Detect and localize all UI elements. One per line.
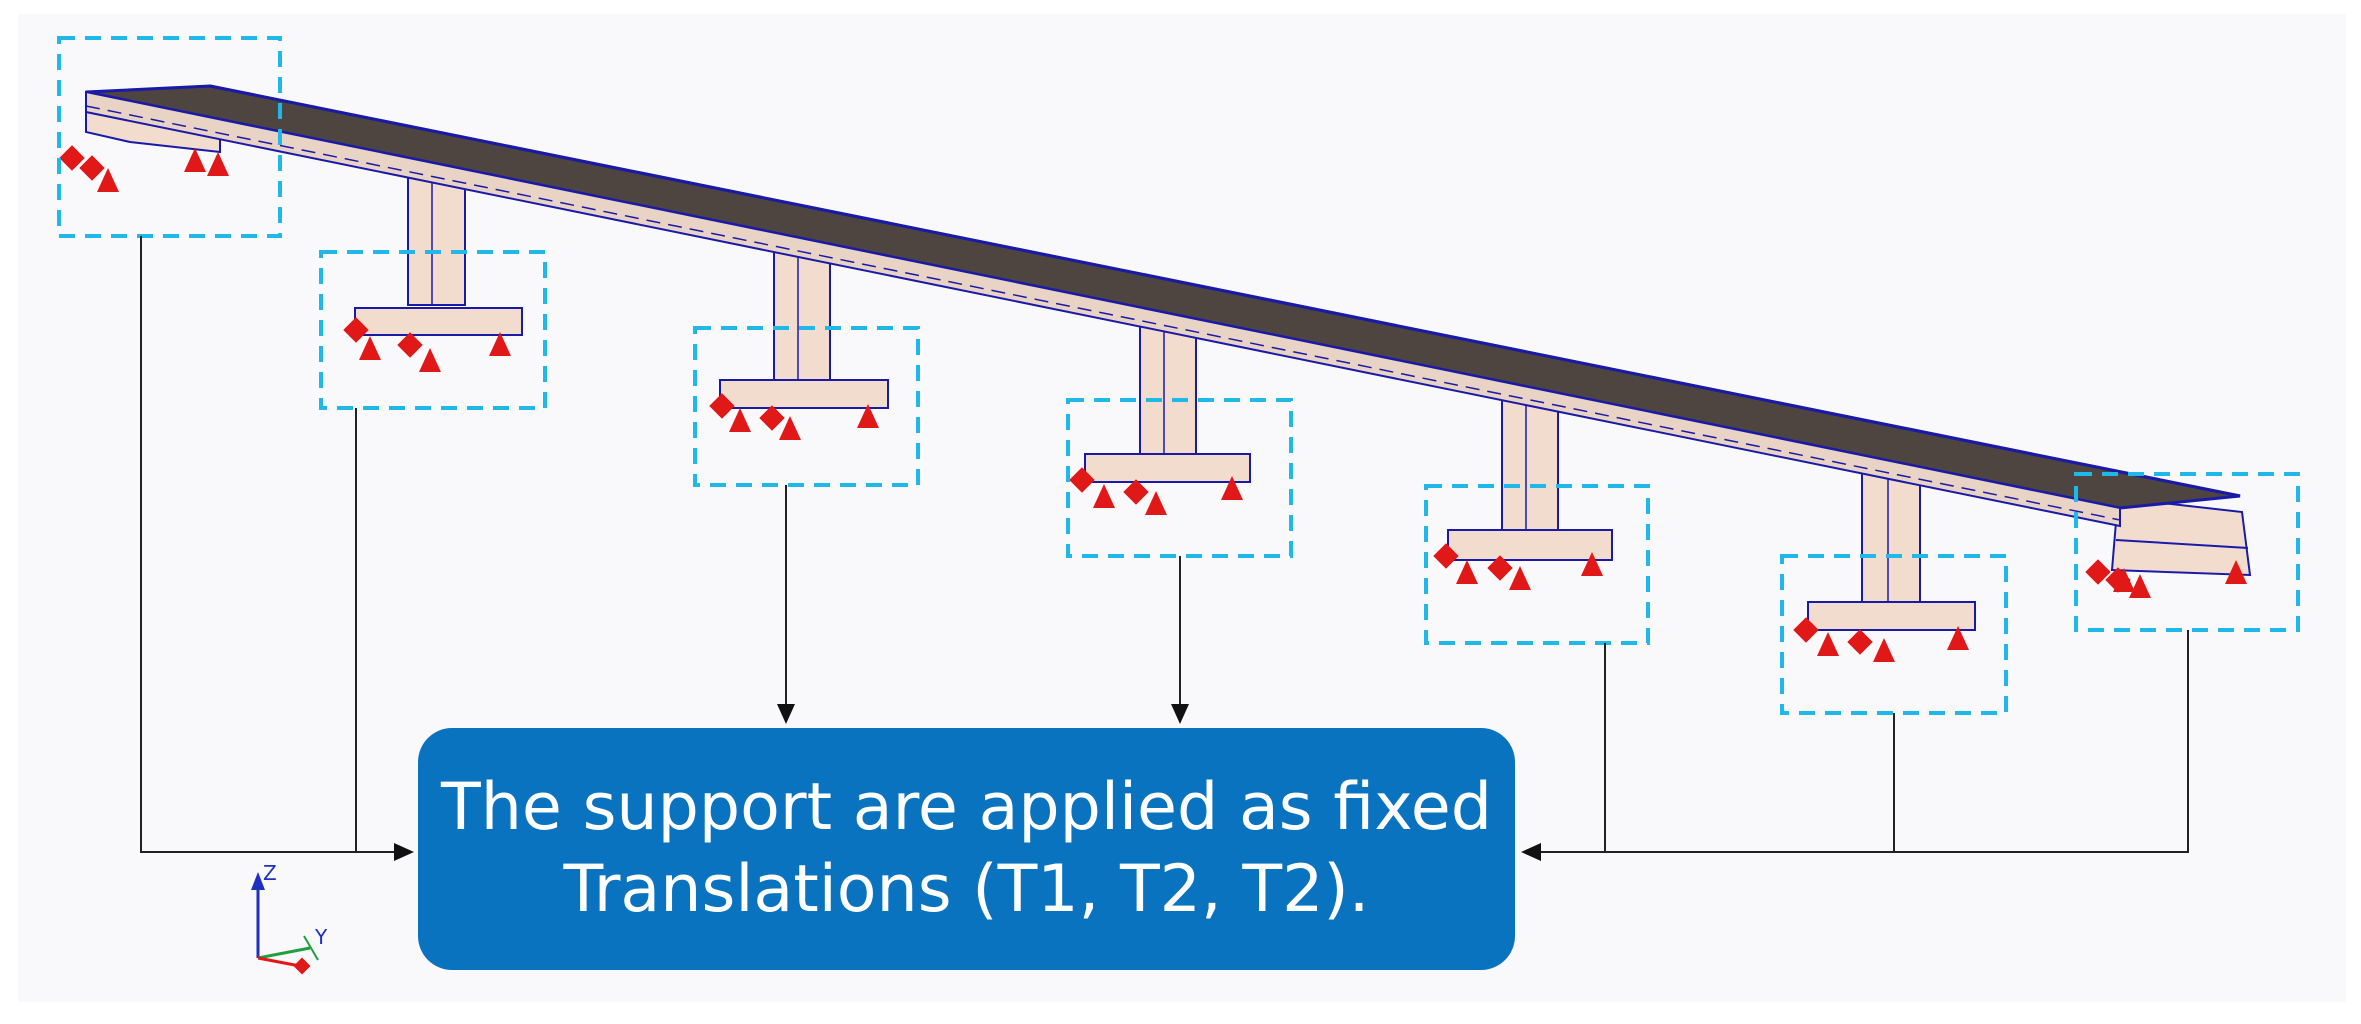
footing-4 — [1447, 529, 1613, 561]
support-cone — [1509, 566, 1531, 590]
support-cone — [1947, 626, 1969, 650]
support-cone — [1456, 560, 1478, 584]
leader-left — [140, 236, 408, 853]
support-cone — [2129, 574, 2151, 598]
support-cone — [1873, 638, 1895, 662]
support-cone — [419, 348, 441, 372]
highlight-pier-3 — [1066, 398, 1293, 558]
support-cone — [1145, 491, 1167, 515]
highlight-pier-2 — [693, 326, 920, 487]
pier-1 — [407, 177, 466, 306]
callout-box: The support are applied as fixed Transla… — [418, 728, 1515, 970]
callout-text-line-2: Translations (T1, T2, T2). — [563, 852, 1370, 927]
support-cone — [97, 168, 119, 192]
footing-2 — [719, 379, 889, 409]
pier-2 — [773, 244, 831, 381]
callout-text-line-1: The support are applied as fixed — [441, 770, 1492, 845]
support-cone — [489, 332, 511, 356]
support-cone — [779, 416, 801, 440]
support-cone — [1817, 632, 1839, 656]
support-diamond — [759, 405, 785, 431]
support-cone — [2225, 560, 2247, 584]
footing-1 — [354, 307, 523, 336]
highlight-abutment-left — [57, 36, 282, 238]
bridge-deck — [85, 84, 2241, 528]
abutment-right — [2110, 496, 2252, 577]
axis-triad: Z Y — [251, 861, 328, 975]
highlight-pier-1 — [319, 250, 547, 410]
deck-side-face — [85, 90, 2121, 528]
footing-5 — [1807, 601, 1976, 631]
footing-3 — [1084, 453, 1251, 483]
support-cone — [1093, 484, 1115, 508]
support-abutment-left — [59, 145, 229, 192]
support-diamond — [709, 393, 735, 419]
highlight-abutment-right — [2074, 472, 2300, 632]
support-cone — [857, 404, 879, 428]
support-cone — [1581, 552, 1603, 576]
support-cone — [359, 336, 381, 360]
support-cone — [729, 408, 751, 432]
support-diamond — [397, 332, 423, 358]
axis-y-label: Y — [314, 925, 328, 949]
leader-right — [1528, 630, 2189, 853]
highlight-pier-5 — [1780, 554, 2008, 715]
support-cone — [207, 152, 229, 176]
support-cone — [184, 148, 206, 172]
leader-arrowheads — [394, 704, 1541, 861]
support-pier-1 — [343, 317, 511, 372]
leader-lines — [140, 236, 2189, 853]
highlight-pier-4 — [1424, 484, 1650, 645]
support-highlights — [57, 36, 2300, 715]
support-cone — [1221, 476, 1243, 500]
footings — [354, 307, 1976, 631]
axis-z-label: Z — [263, 861, 277, 885]
support-diamond — [343, 317, 369, 343]
support-pier-2 — [709, 393, 879, 440]
